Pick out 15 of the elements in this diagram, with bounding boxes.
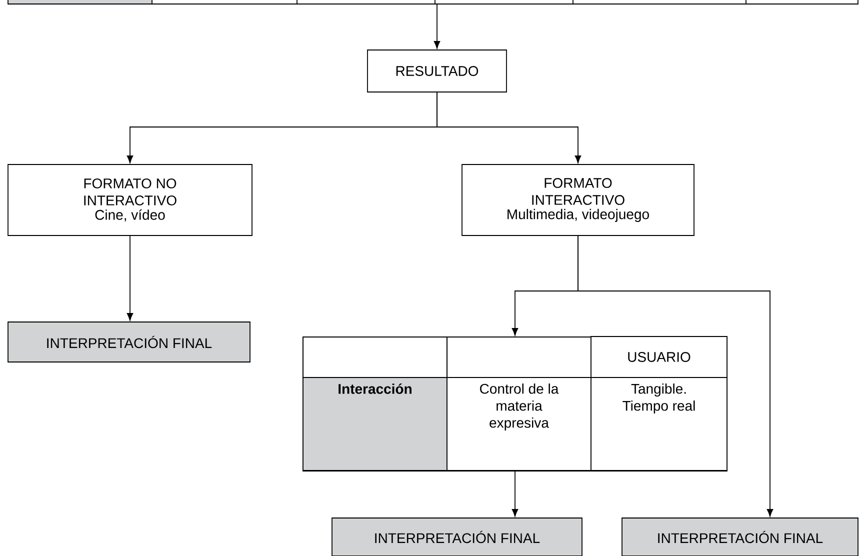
result-box: INTERPRETACIÓN FINAL bbox=[8, 322, 250, 362]
table-cell: Interacción bbox=[302, 377, 448, 471]
result-box: INTERPRETACIÓN FINAL bbox=[622, 518, 858, 556]
result-box: INTERPRETACIÓN FINAL bbox=[332, 518, 582, 556]
table-cell: USUARIO bbox=[590, 336, 728, 378]
table-row bbox=[8, 0, 858, 4]
process-box: RESULTADO bbox=[367, 50, 507, 92]
arrow bbox=[126, 235, 134, 321]
arrow bbox=[436, 92, 582, 164]
arrow bbox=[512, 470, 518, 517]
process-box: FORMATO NO INTERACTIVO Cine, vídeo bbox=[8, 164, 252, 236]
arrow bbox=[578, 235, 774, 517]
arrow bbox=[434, 4, 440, 49]
process-box: FORMATO INTERACTIVO Multimedia, videojuego bbox=[462, 164, 694, 236]
table-cell: Control de la materia expresiva bbox=[446, 377, 592, 471]
